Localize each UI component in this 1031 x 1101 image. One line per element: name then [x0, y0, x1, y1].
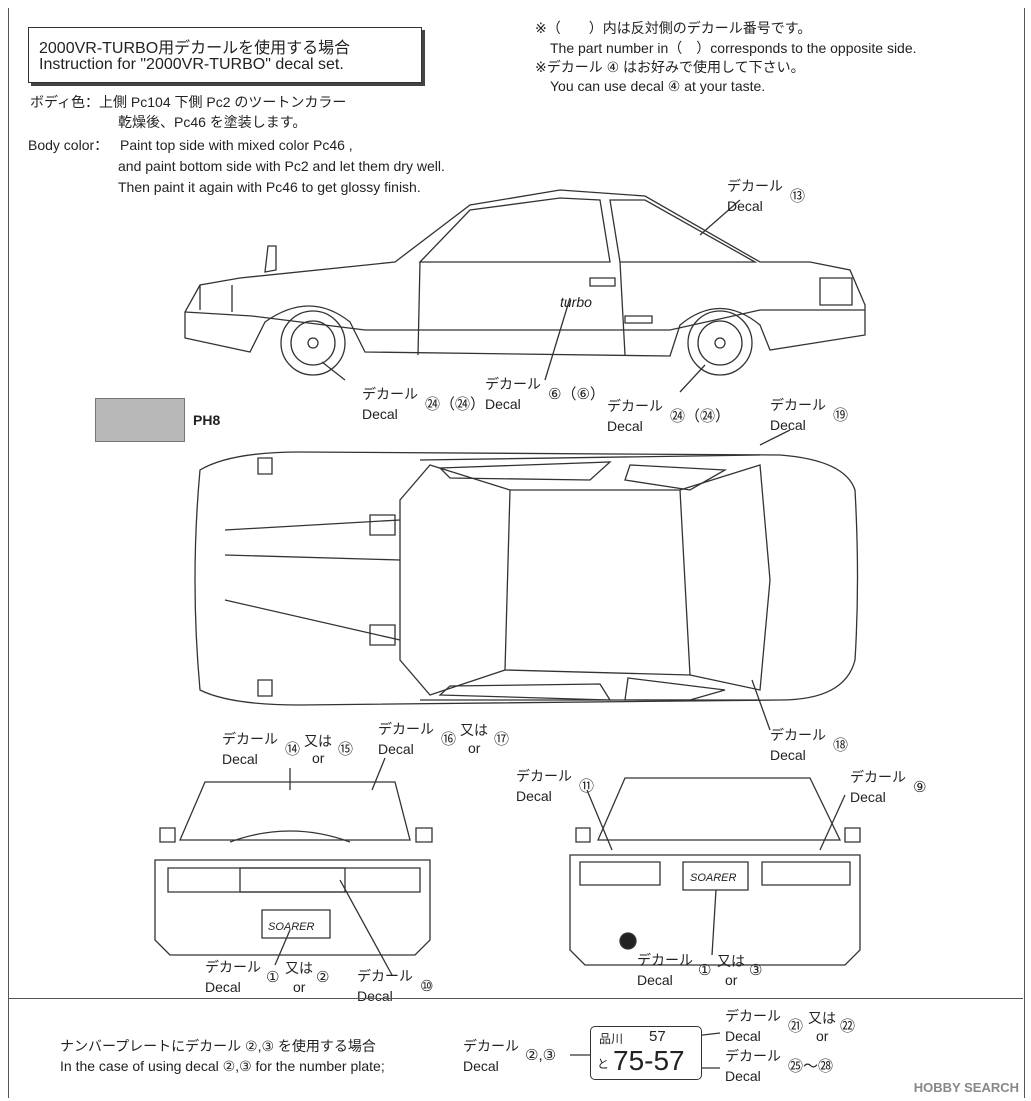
- swatch-label: PH8: [193, 412, 221, 428]
- body-color-jp-1: ボディ色：上側 Pc104 下側 Pc2 のツートンカラー: [30, 94, 347, 110]
- footer-right1-jp: デカール: [725, 1008, 781, 1024]
- footer-right1-alt: ㉒: [840, 1018, 856, 1035]
- footer-jp: ナンバープレートにデカール ②,③ を使用する場合: [60, 1038, 376, 1054]
- callout-13-en: Decal: [727, 198, 763, 214]
- footer-right2-num: ㉕～㉘: [788, 1058, 834, 1075]
- footer-divider: [8, 998, 1023, 999]
- footer-right1-or-jp: 又は: [808, 1010, 836, 1026]
- callout-1-rear-num: ①: [698, 962, 712, 979]
- callout-18-en: Decal: [770, 747, 806, 763]
- callout-1-front-or-jp: 又は: [285, 960, 313, 976]
- callout-6-en: Decal: [485, 396, 521, 412]
- callout-14-en: Decal: [222, 751, 258, 767]
- number-plate: 品川 57 と 75-57: [590, 1026, 702, 1080]
- footer-right1-or-en: or: [816, 1028, 829, 1044]
- callout-13-num: ⑬: [790, 188, 806, 205]
- callout-24a-jp: デカール: [362, 386, 418, 402]
- callout-9-en: Decal: [850, 789, 886, 805]
- note-2-jp: ※デカール ④ はお好みで使用して下さい。: [535, 59, 805, 75]
- callout-2-front-num: ②: [316, 969, 330, 986]
- callout-9-jp: デカール: [850, 769, 906, 785]
- callout-14-num: ⑭: [285, 741, 301, 758]
- callout-10-jp: デカール: [357, 968, 413, 984]
- watermark: HOBBY SEARCH: [913, 1080, 1019, 1095]
- plate-kana: と: [597, 1057, 610, 1071]
- body-color-en-1: Paint top side with mixed color Pc46 ,: [120, 137, 353, 153]
- footer-right1-num: ㉑: [788, 1018, 804, 1035]
- callout-1-rear-jp: デカール: [637, 952, 693, 968]
- top-view-car: [194, 451, 859, 706]
- rear-plate-text: SOARER: [690, 872, 737, 884]
- front-view-car: [154, 781, 433, 956]
- callout-16-num: ⑯: [441, 731, 457, 748]
- title-en: Instruction for "2000VR-TURBO" decal set…: [39, 56, 344, 73]
- callout-16-or-en: or: [468, 740, 481, 756]
- footer-left-num: ②,③: [525, 1047, 557, 1064]
- side-view-car: [184, 189, 866, 376]
- callout-18-jp: デカール: [770, 727, 826, 743]
- plate-number: 75-57: [613, 1045, 685, 1076]
- callout-11-en: Decal: [516, 788, 552, 804]
- callout-19-jp: デカール: [770, 397, 826, 413]
- callout-1-rear-or-en: or: [725, 972, 738, 988]
- callout-24b-en: Decal: [607, 418, 643, 434]
- callout-1-front-jp: デカール: [205, 959, 261, 975]
- footer-right1-en: Decal: [725, 1028, 761, 1044]
- note-2-en: You can use decal ④ at your taste.: [550, 78, 766, 94]
- rear-view-car: [569, 777, 861, 966]
- title-jp: 2000VR-TURBO用デカールを使用する場合: [39, 40, 351, 57]
- callout-1-front-en: Decal: [205, 979, 241, 995]
- callout-24a-num: ㉔（㉔）: [425, 396, 486, 413]
- title-box: 2000VR-TURBO用デカールを使用する場合 Instruction for…: [28, 27, 422, 83]
- footer-right2-jp: デカール: [725, 1048, 781, 1064]
- callout-24a-en: Decal: [362, 406, 398, 422]
- footer-left-jp: デカール: [463, 1038, 519, 1054]
- note-1-en: The part number in（ ）corresponds to the …: [550, 40, 917, 56]
- callout-10-en: Decal: [357, 988, 393, 1004]
- callout-1-rear-en: Decal: [637, 972, 673, 988]
- callout-13-jp: デカール: [727, 178, 783, 194]
- callout-11-num: ⑪: [579, 778, 595, 795]
- callout-19-en: Decal: [770, 417, 806, 433]
- note-1-jp: ※（ ）内は反対側のデカール番号です。: [535, 20, 812, 36]
- body-color-en-2: and paint bottom side with Pc2 and let t…: [118, 158, 445, 174]
- plate-region: 品川: [599, 1032, 624, 1046]
- footer-en: In the case of using decal ②,③ for the n…: [60, 1058, 385, 1074]
- callout-24b-num: ㉔（㉔）: [670, 408, 731, 425]
- callout-24b-jp: デカール: [607, 398, 663, 414]
- page-frame: [8, 8, 1025, 1098]
- callout-19-num: ⑲: [833, 407, 849, 424]
- callout-11-jp: デカール: [516, 768, 572, 784]
- callout-1-rear-or-jp: 又は: [717, 953, 745, 969]
- callout-6-num: ⑥（⑥）: [548, 386, 605, 403]
- front-plate-text: SOARER: [268, 921, 315, 933]
- callout-14-jp: デカール: [222, 731, 278, 747]
- side-turbo-text: turbo: [560, 294, 592, 310]
- callout-1-front-or-en: or: [293, 979, 306, 995]
- body-color-en-label: Body color：: [28, 137, 109, 153]
- callout-14-or-en: or: [312, 750, 325, 766]
- plate-class: 57: [649, 1028, 666, 1045]
- callout-15-num: ⑮: [338, 741, 354, 758]
- callout-1-front-num: ①: [266, 969, 280, 986]
- callout-18-num: ⑱: [833, 737, 849, 754]
- footer-right2-en: Decal: [725, 1068, 761, 1084]
- callout-9-num: ⑨: [913, 779, 927, 796]
- callout-16-or-jp: 又は: [460, 722, 488, 738]
- body-color-en-3: Then paint it again with Pc46 to get glo…: [118, 179, 421, 195]
- color-swatch: [95, 398, 185, 442]
- callout-6-jp: デカール: [485, 376, 541, 392]
- callout-14-or-jp: 又は: [304, 733, 332, 749]
- callout-16-jp: デカール: [378, 721, 434, 737]
- callout-10-num: ⑩: [420, 978, 434, 995]
- callout-3-rear-num: ③: [749, 962, 763, 979]
- body-color-jp-2: 乾燥後、Pc46 を塗装します。: [118, 114, 307, 130]
- callout-16-en: Decal: [378, 741, 414, 757]
- callout-17-num: ⑰: [494, 731, 510, 748]
- footer-left-en: Decal: [463, 1058, 499, 1074]
